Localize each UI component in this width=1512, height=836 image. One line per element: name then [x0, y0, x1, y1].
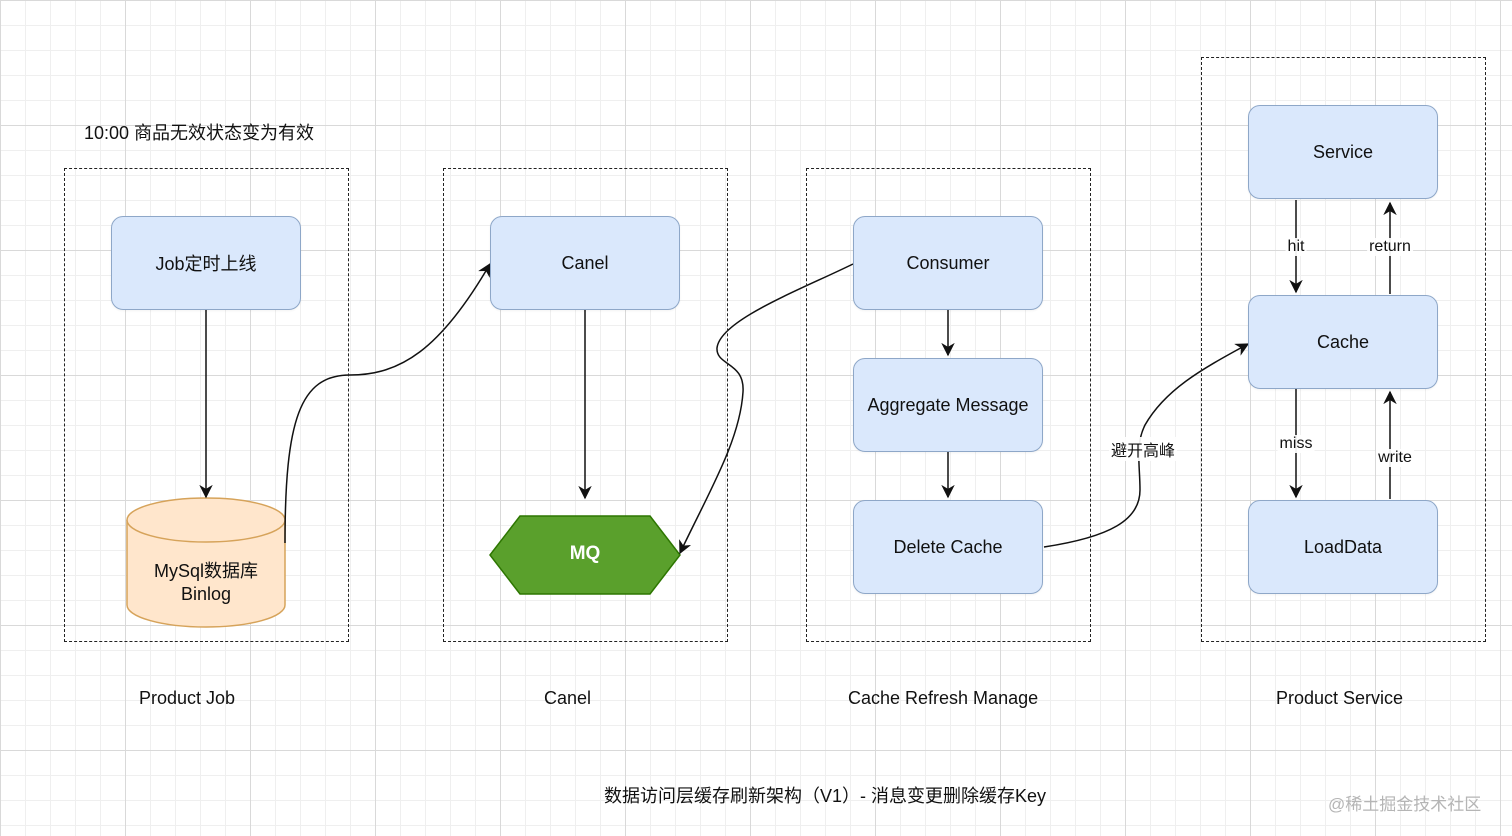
node-job[interactable]: Job定时上线 [111, 216, 301, 310]
node-mq-label: MQ [569, 543, 601, 564]
edge-label-miss: miss [1277, 435, 1315, 453]
edge-label-hit: hit [1285, 238, 1307, 256]
group-cache-refresh [806, 168, 1091, 642]
top-note: 10:00 商品无效状态变为有效 [84, 123, 315, 143]
group-canel [443, 168, 728, 642]
group-title-product-service: Product Service [1276, 688, 1404, 708]
node-consumer[interactable]: Consumer [853, 216, 1043, 310]
node-canel[interactable]: Canel [490, 216, 680, 310]
edge-label-write: write [1376, 449, 1414, 467]
edge-mysql-to-canel [284, 262, 491, 544]
node-service[interactable]: Service [1248, 105, 1438, 199]
node-cache[interactable]: Cache [1248, 295, 1438, 389]
mysql-label-line2: Binlog [180, 584, 232, 604]
group-title-product-job: Product Job [139, 688, 236, 708]
watermark: @稀土掘金技术社区 [1328, 795, 1482, 814]
mq-hexagon [489, 515, 681, 595]
node-loaddata[interactable]: LoadData [1248, 500, 1438, 594]
edge-consumer-to-mq [679, 263, 854, 555]
node-mysql-label: MySql数据库 Binlog [127, 560, 285, 606]
node-delete-cache[interactable]: Delete Cache [853, 500, 1043, 594]
diagram-caption: 数据访问层缓存刷新架构（V1）- 消息变更删除缓存Key [604, 786, 1047, 806]
group-product-service [1201, 57, 1486, 642]
group-title-cache-refresh: Cache Refresh Manage [848, 688, 1039, 708]
edge-label-peak: 避开高峰 [1108, 437, 1178, 461]
mysql-label-line1: MySql数据库 [153, 561, 258, 581]
edge-label-return: return [1367, 238, 1413, 256]
group-product-job [64, 168, 349, 642]
group-title-canel: Canel [544, 688, 592, 708]
node-aggregate-message[interactable]: Aggregate Message [853, 358, 1043, 452]
